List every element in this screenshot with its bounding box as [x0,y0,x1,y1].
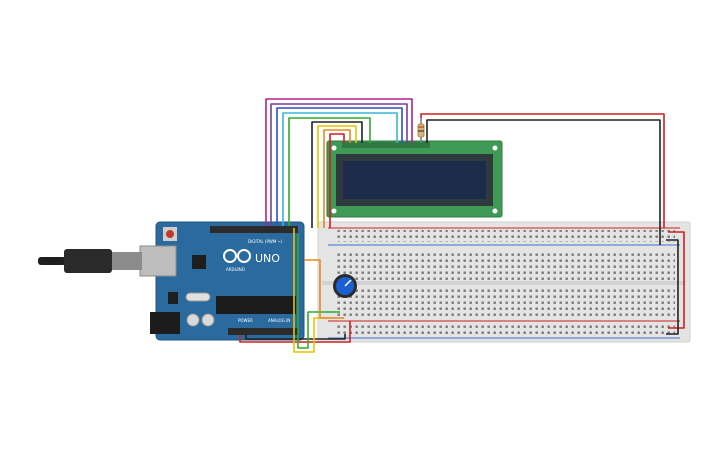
arduino-uno-board[interactable]: UNO ARDUINO DIGITAL (PWM ~) POWER ANALOG… [139,221,305,341]
usb-port [139,245,177,277]
lcd-pin-header [342,142,430,148]
arduino-logo-icon [223,249,251,263]
analog-header-label: ANALOG IN [268,318,290,323]
microcontroller-chip [216,296,296,314]
power-jack [150,312,180,334]
lcd-module[interactable] [326,140,503,218]
reset-button-cap[interactable] [166,230,174,238]
digital-header-label: DIGITAL (PWM ~) [248,239,283,244]
resistor-icon[interactable] [417,118,425,143]
digital-header [210,226,298,233]
wires[interactable] [239,98,685,353]
board-brand-label: ARDUINO [226,267,245,272]
power-header-label: POWER [238,318,253,323]
usb-cable-icon[interactable] [38,249,142,273]
board-model-label: UNO [255,252,280,265]
potentiometer-knob-icon[interactable] [333,274,357,298]
lcd-screen [343,161,486,199]
power-analog-header [228,328,298,335]
breadboard[interactable] [317,221,691,343]
